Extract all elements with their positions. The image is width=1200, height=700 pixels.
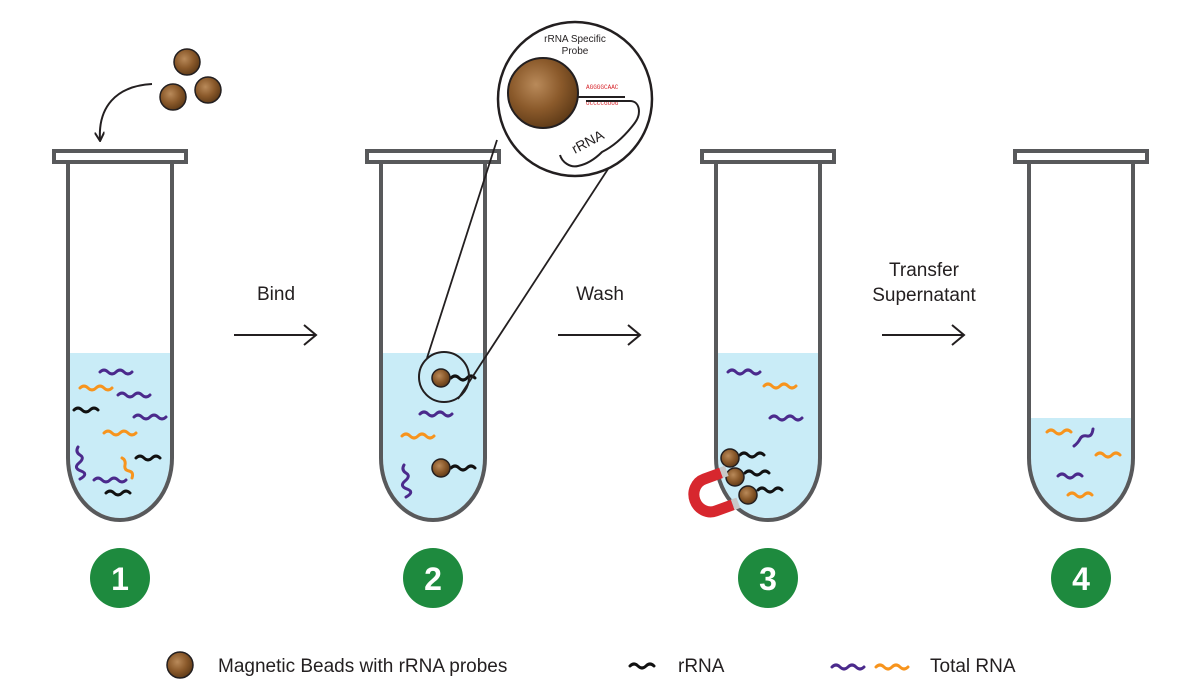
total-rna-strands [74,368,168,484]
bead-with-rrna [431,458,477,478]
legend-total-label: Total RNA [930,656,1016,677]
tube-cap [1013,149,1149,164]
bead [159,83,187,111]
bead [173,48,201,76]
total-rna-orange-legend-icon [874,663,910,671]
tube-cap [700,149,836,164]
liquid [70,353,170,518]
step-badge-4: 4 [1051,548,1111,608]
tube-cap [52,149,188,164]
probe-label-line2: Probe [562,46,589,57]
zoom-line [426,139,498,359]
bead [194,76,222,104]
transfer-label-line2: Supernatant [872,285,976,306]
magnet-icon [688,465,741,518]
tube-body [1027,162,1135,522]
add-beads-arrow [100,83,153,140]
step-arrow-wash: Wash [558,284,642,346]
magnetic-bead-large [507,57,579,129]
step-number: 1 [111,561,129,597]
total-rna-strands [726,368,804,422]
tube-1 [52,48,222,522]
bound-beads [720,448,784,505]
step-arrow-bind: Bind [234,284,318,346]
bead-legend-icon [166,651,194,679]
step-badge-1: 1 [90,548,150,608]
tube-2: rRNA Specific Probe AGGGGCAAC UCCCCGUUG … [365,20,654,522]
probe-sequence: AGGGGCAAC [586,84,619,91]
tube-body [66,162,174,522]
bead-with-rrna [431,368,477,388]
liquid [1031,418,1131,518]
tube-3 [688,149,836,522]
step-arrow-transfer: Transfer Supernatant [872,260,976,346]
total-rna-purple-legend-icon [830,663,866,671]
incoming-beads [159,48,222,111]
total-rna-strands [400,410,454,499]
legend-rrna-label: rRNA [678,656,725,677]
total-rna-strands [1045,427,1122,499]
tube-body [379,162,487,522]
rrna-sequence: UCCCCGUUG [586,100,619,107]
step-number: 3 [759,561,777,597]
legend: Magnetic Beads with rRNA probes rRNA Tot… [166,651,1016,679]
step-badge-3: 3 [738,548,798,608]
rrna-legend-icon [628,662,656,670]
transfer-label-line1: Transfer [889,260,960,281]
bind-label: Bind [257,284,295,305]
step-number: 4 [1072,561,1090,597]
zoom-source-circle [418,351,470,403]
rrna-strands [72,406,162,497]
step-number: 2 [424,561,442,597]
rrna-strand-zoom [559,100,640,168]
liquid [718,353,818,518]
tube-4 [1013,149,1149,522]
tube-cap [365,149,501,164]
wash-label: Wash [576,284,624,305]
legend-beads-label: Magnetic Beads with rRNA probes [218,656,507,677]
tube-body [714,162,822,522]
step-badge-2: 2 [403,548,463,608]
probe-label-line1: rRNA Specific [544,34,606,45]
